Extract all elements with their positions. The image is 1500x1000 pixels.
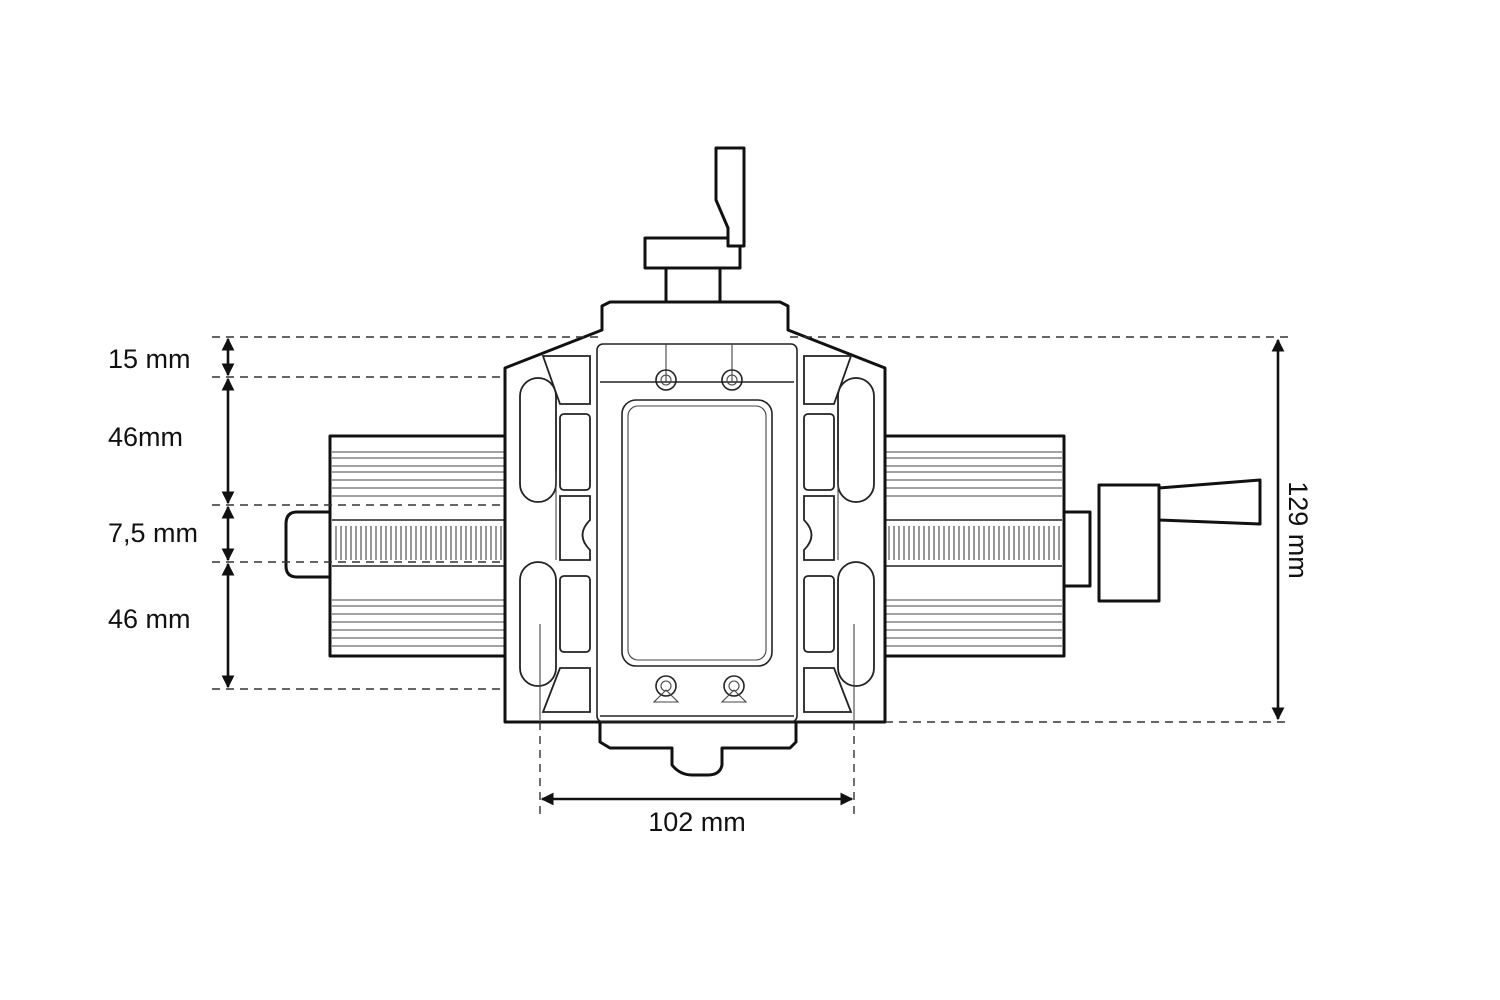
extension-lines — [212, 336, 1290, 816]
dim-label-lead-screw: 7,5 mm — [108, 518, 198, 548]
right-slots — [803, 355, 875, 720]
dim-label-total-height: 129 mm — [1283, 481, 1313, 579]
carrier-body — [503, 300, 887, 777]
left-slots — [519, 355, 591, 720]
top-knob — [643, 146, 746, 308]
left-screw-stub — [284, 510, 332, 579]
right-knob — [1062, 478, 1262, 603]
dim-label-upper-rail: 46mm — [108, 422, 183, 452]
dim-label-plate-width: 102 mm — [648, 807, 746, 837]
dim-label-top-offset: 15 mm — [108, 344, 191, 374]
dim-label-lower-rail: 46 mm — [108, 604, 191, 634]
screw-icons — [652, 369, 748, 703]
dimension-arrows — [221, 337, 1285, 806]
